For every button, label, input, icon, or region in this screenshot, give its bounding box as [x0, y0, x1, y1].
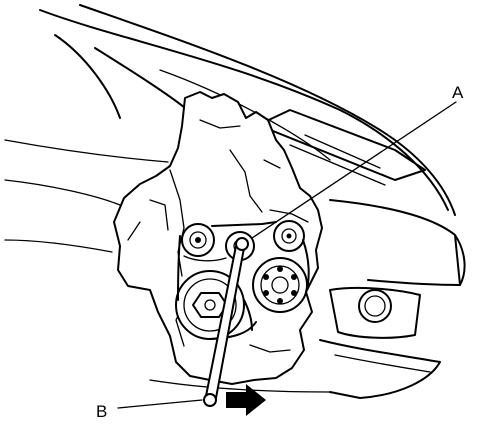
- alternator-pulley: [252, 257, 308, 313]
- label-b: B: [96, 402, 107, 421]
- arrow-right-icon: [226, 384, 266, 416]
- tensioner-bar-tool: [203, 237, 249, 407]
- callout-a: A: [251, 83, 464, 239]
- idler-pulley-right: [273, 220, 305, 252]
- label-a: A: [452, 83, 464, 102]
- callout-b: B: [96, 399, 203, 421]
- idler-pulley-left: [181, 223, 215, 257]
- drive-belt: [177, 221, 310, 340]
